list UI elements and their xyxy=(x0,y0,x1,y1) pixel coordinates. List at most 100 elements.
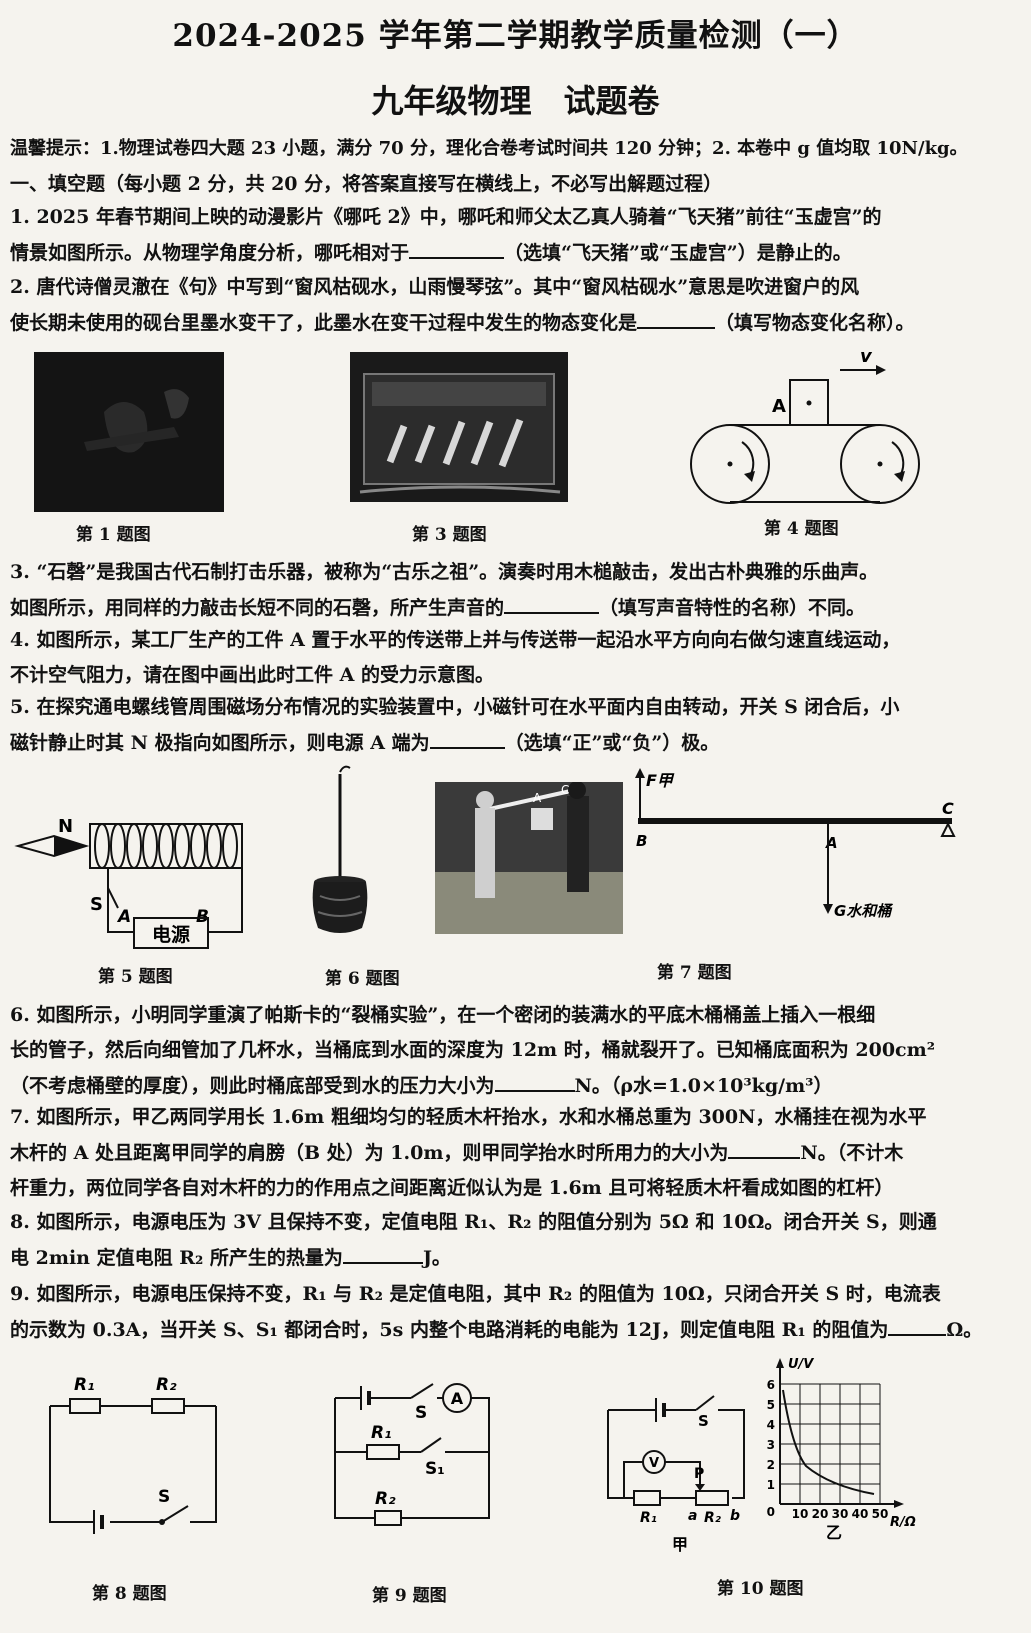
bucket xyxy=(531,808,553,830)
point-b-label: B xyxy=(636,832,647,850)
water-barrel xyxy=(312,882,368,933)
q3-line-b: 如图所示，用同样的力敲击长短不同的石磬，所产生声音的（填写声音特性的名称）不同。 xyxy=(10,590,1022,626)
power-supply-box xyxy=(133,917,209,949)
photo-point-a-label: A xyxy=(533,791,542,805)
answer-blank[interactable] xyxy=(409,235,505,259)
question-2: 2. 唐代诗僧灵澈在《句》中写到“窗风枯砚水，山雨慢琴弦”。其中“窗风枯砚水”意… xyxy=(10,270,1022,341)
resistor-r2 xyxy=(374,1510,402,1526)
question-5: 5. 在探究通电螺线管周围磁场分布情况的实验装置中，小磁针可在水平面内自由转动，… xyxy=(10,690,1022,761)
switch-s-label: S xyxy=(415,1403,427,1423)
switch-s1-label: S₁ xyxy=(425,1459,445,1479)
y-tick: 5 xyxy=(767,1398,775,1412)
q8-line-a: 8. 如图所示，电源电压为 3V 且保持不变，定值电阻 R₁、R₂ 的阻值分别为… xyxy=(10,1211,937,1233)
page-title: 2024-2025 学年第二学期教学质量检测（一） xyxy=(172,18,859,54)
figure-9-caption: 第 9 题图 xyxy=(372,1586,447,1606)
figure-10-caption: 第 10 题图 xyxy=(717,1579,804,1599)
r2-label: R₂ xyxy=(704,1510,722,1526)
label-jia: 甲 xyxy=(672,1535,688,1554)
slider-p-label: P xyxy=(694,1466,704,1482)
slider-p xyxy=(695,1484,705,1491)
q6-line-a: 6. 如图所示，小明同学重演了帕斯卡的“裂桶实验”，在一个密闭的装满水的平底木桶… xyxy=(10,1004,876,1026)
x-tick: 30 xyxy=(832,1507,849,1521)
switch-label: S xyxy=(158,1487,170,1507)
figure-6-caption: 第 6 题图 xyxy=(325,969,400,989)
terminal-b-label: b xyxy=(730,1508,740,1524)
resistor-r1 xyxy=(69,1398,101,1414)
switch-label: S xyxy=(90,894,103,915)
figure-10-graph-yi: U/V R/Ω 6 5 4 3 2 1 0 10 20 30 40 50 乙 xyxy=(767,1357,916,1542)
rheostat-r2 xyxy=(695,1490,729,1506)
q9-line-b: 的示数为 0.3A，当开关 S、S₁ 都闭合时，5s 内整个电路消耗的电能为 1… xyxy=(10,1312,1022,1348)
q7-line-a: 7. 如图所示，甲乙两同学用长 1.6m 粗细均匀的轻质木杆抬水，水和水桶总重为… xyxy=(10,1106,927,1128)
figure-7-photo: A C xyxy=(435,781,623,934)
q5-line-b: 磁针静止时其 N 极指向如图所示，则电源 A 端为（选填“正”或“负”）极。 xyxy=(10,725,1022,761)
y-tick: 0 xyxy=(767,1505,775,1519)
photo-point-c-label: C xyxy=(561,783,569,797)
x-tick: 40 xyxy=(852,1507,869,1521)
figure-7-caption: 第 7 题图 xyxy=(657,963,732,983)
resistor-r1 xyxy=(633,1490,661,1506)
gravity-label: G水和桶 xyxy=(834,902,893,920)
movie-still-image xyxy=(84,389,189,453)
figure-10-circuit-jia: S V P R₁ a R₂ b 甲 xyxy=(607,1395,745,1554)
label-yi: 乙 xyxy=(826,1523,842,1542)
stone-chime-image xyxy=(359,373,561,494)
north-pole-label: N xyxy=(58,816,73,837)
y-axis-label: U/V xyxy=(788,1357,814,1372)
figure-4-caption: 第 4 题图 xyxy=(764,519,839,539)
figure-3-caption: 第 3 题图 xyxy=(412,525,487,545)
question-6: 6. 如图所示，小明同学重演了帕斯卡的“裂桶实验”，在一个密闭的装满水的平底木桶… xyxy=(10,998,1022,1104)
notice-text: 温馨提示：1.物理试卷四大题 23 小题，满分 70 分，理化合卷考试时间共 1… xyxy=(10,138,968,159)
question-3: 3. “石磬”是我国古代石制打击乐器，被称为“古乐之祖”。演奏时用木槌敲击，发出… xyxy=(10,555,1022,626)
q2-line-a: 2. 唐代诗僧灵澈在《句》中写到“窗风枯砚水，山雨慢琴弦”。其中“窗风枯砚水”意… xyxy=(10,276,860,298)
answer-blank[interactable] xyxy=(637,305,716,329)
answer-blank[interactable] xyxy=(728,1135,801,1159)
figure-7-lever-diagram: F甲 B A C G水和桶 xyxy=(635,768,956,920)
power-supply-label: 电源 xyxy=(152,923,190,946)
question-7: 7. 如图所示，甲乙两同学用长 1.6m 粗细均匀的轻质木杆抬水，水和水桶总重为… xyxy=(10,1100,1022,1206)
answer-blank[interactable] xyxy=(342,1240,423,1264)
question-4: 4. 如图所示，某工厂生产的工件 A 置于水平的传送带上并与传送带一起沿水平方向… xyxy=(10,623,1022,693)
resistor-r1 xyxy=(366,1444,400,1460)
fulcrum xyxy=(940,821,956,837)
answer-blank[interactable] xyxy=(494,1068,575,1092)
figure-6-barrel-experiment xyxy=(312,765,368,933)
x-axis-label: R/Ω xyxy=(890,1515,916,1530)
resistor-r2 xyxy=(151,1398,185,1414)
q2-line-b: 使长期未使用的砚台里墨水变干了，此墨水在变干过程中发生的物态变化是（填写物态变化… xyxy=(10,305,1022,341)
answer-blank[interactable] xyxy=(504,590,600,614)
figure-1-caption: 第 1 题图 xyxy=(76,525,151,545)
q4-line-b: 不计空气阻力，请在图中画出此时工件 A 的受力示意图。 xyxy=(10,664,494,686)
question-9: 9. 如图所示，电源电压保持不变，R₁ 与 R₂ 是定值电阻，其中 R₂ 的阻值… xyxy=(10,1277,1022,1348)
x-tick: 50 xyxy=(872,1507,889,1521)
point-a-label: A xyxy=(825,834,838,852)
y-tick: 4 xyxy=(767,1418,775,1432)
terminal-a-label: A xyxy=(116,907,131,927)
force-f-label: F甲 xyxy=(646,771,675,790)
terminal-a-label: a xyxy=(688,1508,697,1524)
x-tick: 10 xyxy=(792,1507,809,1521)
workpiece-a-label: A xyxy=(772,396,786,417)
figure-4-conveyor-diagram: v A xyxy=(690,350,920,504)
switch-s xyxy=(410,1383,434,1399)
switch-label: S xyxy=(698,1412,709,1430)
r1-label: R₁ xyxy=(74,1375,95,1395)
r2-label: R₂ xyxy=(375,1489,396,1509)
r1-label: R₁ xyxy=(371,1423,392,1443)
y-tick: 2 xyxy=(767,1458,775,1472)
answer-blank[interactable] xyxy=(888,1312,947,1336)
figure-5-caption: 第 5 题图 xyxy=(98,967,173,987)
figure-8-series-circuit: R₁ R₂ S xyxy=(49,1375,217,1534)
question-1: 1. 2025 年春节期间上映的动漫影片《哪吒 2》中，哪吒和师父太乙真人骑着“… xyxy=(10,200,1022,271)
q1-line-b: 情景如图所示。从物理学角度分析，哪吒相对于（选填“飞天猪”或“玉虚宫”）是静止的… xyxy=(10,235,1022,271)
figure-8-caption: 第 8 题图 xyxy=(92,1584,167,1604)
answer-blank[interactable] xyxy=(429,725,505,749)
page-subtitle: 九年级物理 试题卷 xyxy=(371,82,660,120)
carrying-water-image: A C xyxy=(435,781,623,934)
figure-5-solenoid-circuit: N S A B 电源 xyxy=(14,816,243,949)
r1-label: R₁ xyxy=(640,1510,657,1526)
point-c-label: C xyxy=(942,799,954,818)
switch-s xyxy=(107,887,119,909)
